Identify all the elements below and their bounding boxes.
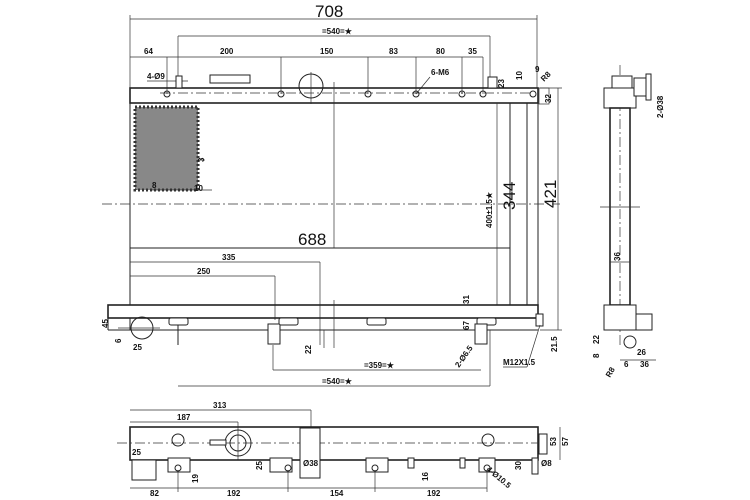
hole-callout-6-m6: 6-M6 bbox=[431, 68, 450, 77]
core-height-label: 344 bbox=[500, 182, 519, 210]
dim-187: 187 bbox=[177, 413, 191, 422]
side-dim-r8: R8 bbox=[604, 365, 617, 379]
dim-335: 335 bbox=[222, 253, 236, 262]
dim-67: 67 bbox=[462, 321, 471, 330]
dim-45: 45 bbox=[101, 319, 110, 328]
segment-35: 35 bbox=[468, 47, 477, 56]
hole-callout-4-d9: 4-Ø9 bbox=[147, 72, 165, 81]
side-dim-26: 26 bbox=[637, 348, 646, 357]
dim-25b: 25 bbox=[255, 461, 264, 470]
dim-53: 53 bbox=[549, 437, 558, 446]
dim-21-5: 21.5 bbox=[550, 336, 559, 352]
pipe-callout: 2-Ø38 bbox=[656, 95, 665, 118]
bracket-spacing-lower-label: =540=★ bbox=[322, 377, 353, 386]
hole-callout-2-d6-5: 2-Ø6.5 bbox=[453, 343, 475, 369]
spacing-82: 82 bbox=[150, 489, 159, 498]
fin-dim-8: 8 bbox=[152, 181, 157, 190]
brackets-bottom bbox=[168, 313, 544, 345]
side-dim-6: 6 bbox=[624, 360, 629, 369]
bottom-view: 313 187 Ø38 53 57 25 19 25 16 30 Ø8 4-Ø1 bbox=[117, 401, 570, 498]
dim-6: 6 bbox=[114, 338, 123, 343]
dim-10: 10 bbox=[515, 71, 524, 80]
segment-80: 80 bbox=[436, 47, 445, 56]
side-dim-8: 8 bbox=[592, 353, 601, 358]
fin-dim-10: 10 bbox=[194, 184, 203, 193]
overall-height-label: 421 bbox=[541, 180, 560, 208]
hole-callout-4-d10-5: 4-Ø10.5 bbox=[485, 465, 513, 491]
front-view: 708 =540=★ 64 200 150 83 80 35 4-Ø9 6-M6… bbox=[101, 2, 562, 387]
dim-22: 22 bbox=[304, 345, 313, 354]
fin-dim-3: 3 bbox=[197, 157, 206, 162]
dim-313: 313 bbox=[213, 401, 227, 410]
segment-150: 150 bbox=[320, 47, 334, 56]
dim-23: 23 bbox=[497, 79, 506, 88]
side-dim-36: 36 bbox=[640, 360, 649, 369]
dim-32: 32 bbox=[544, 94, 553, 103]
fin-detail: 3 8 10 bbox=[133, 105, 212, 193]
dim-r8: R8 bbox=[539, 69, 553, 83]
mount-height-label: 400±1.5★ bbox=[485, 191, 494, 228]
segment-200: 200 bbox=[220, 47, 234, 56]
dim-31: 31 bbox=[462, 295, 471, 304]
tube-width-label: 36 bbox=[613, 252, 622, 261]
overall-width-label: 708 bbox=[315, 2, 343, 21]
dim-30: 30 bbox=[514, 461, 523, 470]
core-width-label: 688 bbox=[298, 230, 326, 249]
spacing-154: 154 bbox=[330, 489, 344, 498]
bracket-spacing-top-label: =540=★ bbox=[322, 27, 353, 36]
dim-57: 57 bbox=[561, 437, 570, 446]
spacing-192-b: 192 bbox=[427, 489, 441, 498]
segment-83: 83 bbox=[389, 47, 398, 56]
side-dim-22: 22 bbox=[592, 335, 601, 344]
dim-250: 250 bbox=[197, 267, 211, 276]
mounting-holes-top bbox=[163, 90, 537, 98]
bracket-spacing-bottom-label: =359=★ bbox=[364, 361, 395, 370]
dim-25: 25 bbox=[133, 343, 142, 352]
dim-9: 9 bbox=[535, 65, 540, 74]
spacing-192-a: 192 bbox=[227, 489, 241, 498]
side-view: 2-Ø38 36 22 8 R8 6 26 36 bbox=[592, 65, 665, 379]
dim-16: 16 bbox=[421, 472, 430, 481]
dim-19: 19 bbox=[191, 474, 200, 483]
thread-callout: M12X1.5 bbox=[503, 358, 536, 367]
brackets-lower bbox=[131, 457, 539, 481]
pipe-dia-label: Ø38 bbox=[303, 459, 319, 468]
dim-d8: Ø8 bbox=[541, 459, 552, 468]
segment-64: 64 bbox=[144, 47, 153, 56]
dim-25-bottom: 25 bbox=[132, 448, 141, 457]
